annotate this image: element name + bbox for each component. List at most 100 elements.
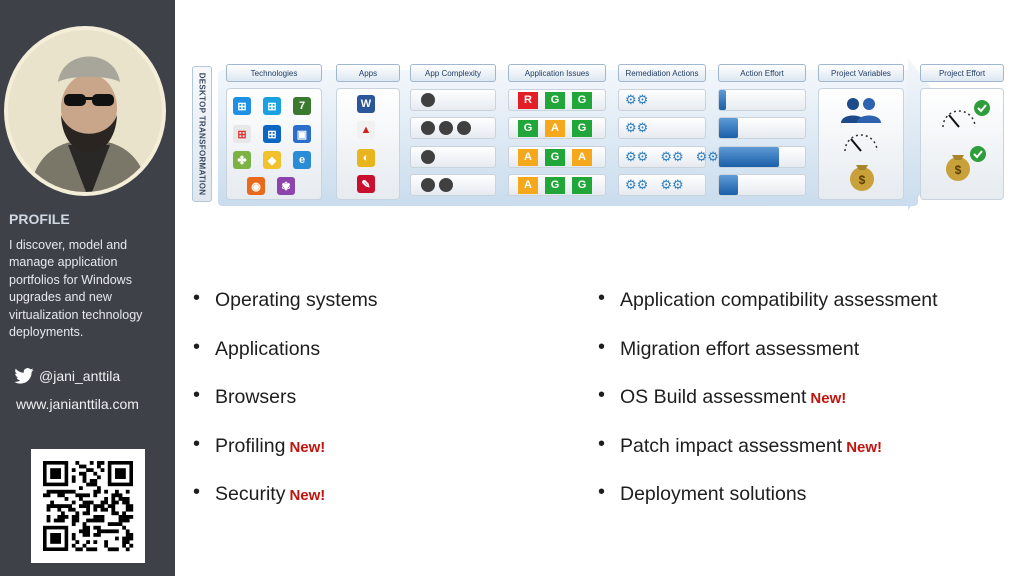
qr-module bbox=[118, 518, 123, 523]
qr-module bbox=[93, 504, 98, 508]
qr-module bbox=[86, 540, 90, 544]
qr-module bbox=[122, 497, 126, 501]
new-badge: New! bbox=[289, 487, 326, 504]
qr-module bbox=[93, 525, 98, 530]
qr-module bbox=[86, 529, 90, 534]
list-item-label: Security bbox=[215, 483, 286, 505]
qr-module bbox=[57, 518, 62, 523]
check-icon bbox=[974, 100, 990, 116]
svg-text:$: $ bbox=[955, 163, 962, 177]
qr-module bbox=[50, 533, 61, 544]
qr-module bbox=[64, 504, 69, 508]
issue-status-A: A bbox=[518, 148, 538, 166]
windows-7-icon: 7 bbox=[293, 97, 311, 115]
qr-module bbox=[79, 464, 83, 469]
list-item: Application compatibility assessment bbox=[598, 286, 938, 337]
qr-module bbox=[82, 493, 87, 498]
qr-module bbox=[82, 504, 87, 508]
complexity-cell bbox=[410, 146, 496, 168]
qr-module bbox=[118, 497, 123, 501]
qr-module bbox=[89, 461, 94, 465]
profile-heading: PROFILE bbox=[9, 211, 70, 227]
qr-module bbox=[86, 511, 90, 516]
gears-icon: ⚙⚙ bbox=[660, 149, 684, 164]
profile-sidebar: PROFILE I discover, model and manage app… bbox=[0, 0, 175, 576]
qr-module bbox=[64, 515, 69, 519]
qr-module bbox=[46, 504, 51, 508]
complexity-cell bbox=[410, 89, 496, 111]
qr-module bbox=[115, 529, 119, 534]
windows-8-1-icon: ⊞ bbox=[263, 97, 281, 115]
qr-module bbox=[61, 515, 65, 519]
qr-module bbox=[111, 547, 116, 552]
qr-module bbox=[75, 515, 80, 519]
qr-module bbox=[71, 536, 76, 541]
package-icon: ◆ bbox=[263, 151, 281, 169]
qr-module bbox=[75, 540, 80, 544]
issue-status-G: G bbox=[572, 91, 592, 109]
qr-module bbox=[97, 504, 101, 508]
qr-module bbox=[115, 522, 119, 526]
qr-module bbox=[57, 515, 62, 519]
qr-module bbox=[46, 518, 51, 523]
qr-module bbox=[107, 504, 112, 508]
qr-module bbox=[125, 518, 130, 523]
check-icon bbox=[970, 146, 986, 162]
qr-module bbox=[75, 511, 80, 516]
qr-module bbox=[61, 504, 65, 508]
qr-module bbox=[104, 540, 108, 544]
qr-module bbox=[82, 511, 87, 516]
qr-module bbox=[100, 518, 105, 523]
qr-module bbox=[89, 547, 94, 552]
qr-module bbox=[71, 475, 76, 480]
qr-module bbox=[71, 468, 76, 472]
qr-module bbox=[71, 507, 76, 512]
qr-module bbox=[79, 486, 83, 490]
issue-status-G: G bbox=[545, 91, 565, 109]
qr-module bbox=[115, 489, 119, 494]
qr-module bbox=[82, 529, 87, 534]
column-header-technologies: Technologies bbox=[226, 64, 322, 82]
qr-module bbox=[82, 475, 87, 480]
qr-module bbox=[125, 500, 130, 505]
qr-module bbox=[111, 493, 116, 498]
qr-module bbox=[64, 489, 69, 494]
qr-module bbox=[107, 522, 112, 526]
qr-module bbox=[93, 533, 98, 537]
qr-code bbox=[31, 449, 145, 563]
issue-status-A: A bbox=[545, 119, 565, 137]
issue-status-G: G bbox=[572, 176, 592, 194]
qr-module bbox=[97, 518, 101, 523]
qr-module bbox=[86, 547, 90, 552]
qr-module bbox=[129, 533, 134, 537]
gears-icon: ⚙⚙ bbox=[625, 149, 649, 164]
qr-module bbox=[93, 518, 98, 523]
list-item: Operating systems bbox=[193, 286, 378, 337]
qr-module bbox=[86, 504, 90, 508]
qr-module bbox=[111, 504, 116, 508]
list-item-label: Migration effort assessment bbox=[620, 337, 860, 360]
qr-module bbox=[82, 543, 87, 548]
twitter-link[interactable]: @jani_anttila bbox=[14, 368, 120, 384]
qr-module bbox=[125, 536, 130, 541]
gears-icon: ⚙⚙ bbox=[625, 92, 649, 107]
complexity-dot bbox=[439, 121, 453, 135]
qr-module bbox=[53, 518, 58, 523]
action-effort-cell bbox=[718, 89, 806, 111]
qr-module bbox=[111, 529, 116, 534]
money-bag-icon: $ bbox=[850, 165, 874, 191]
qr-module bbox=[79, 504, 83, 508]
qr-module bbox=[93, 515, 98, 519]
qr-module bbox=[100, 461, 105, 465]
qr-module bbox=[97, 489, 101, 494]
website-link[interactable]: www.janianttila.com bbox=[16, 396, 139, 412]
apps-panel: W ▲ ◐ ✎ bbox=[336, 88, 400, 200]
qr-module bbox=[82, 471, 87, 476]
qr-module bbox=[75, 518, 80, 523]
column-header-apps: Apps bbox=[336, 64, 400, 82]
users-icon bbox=[841, 98, 881, 123]
